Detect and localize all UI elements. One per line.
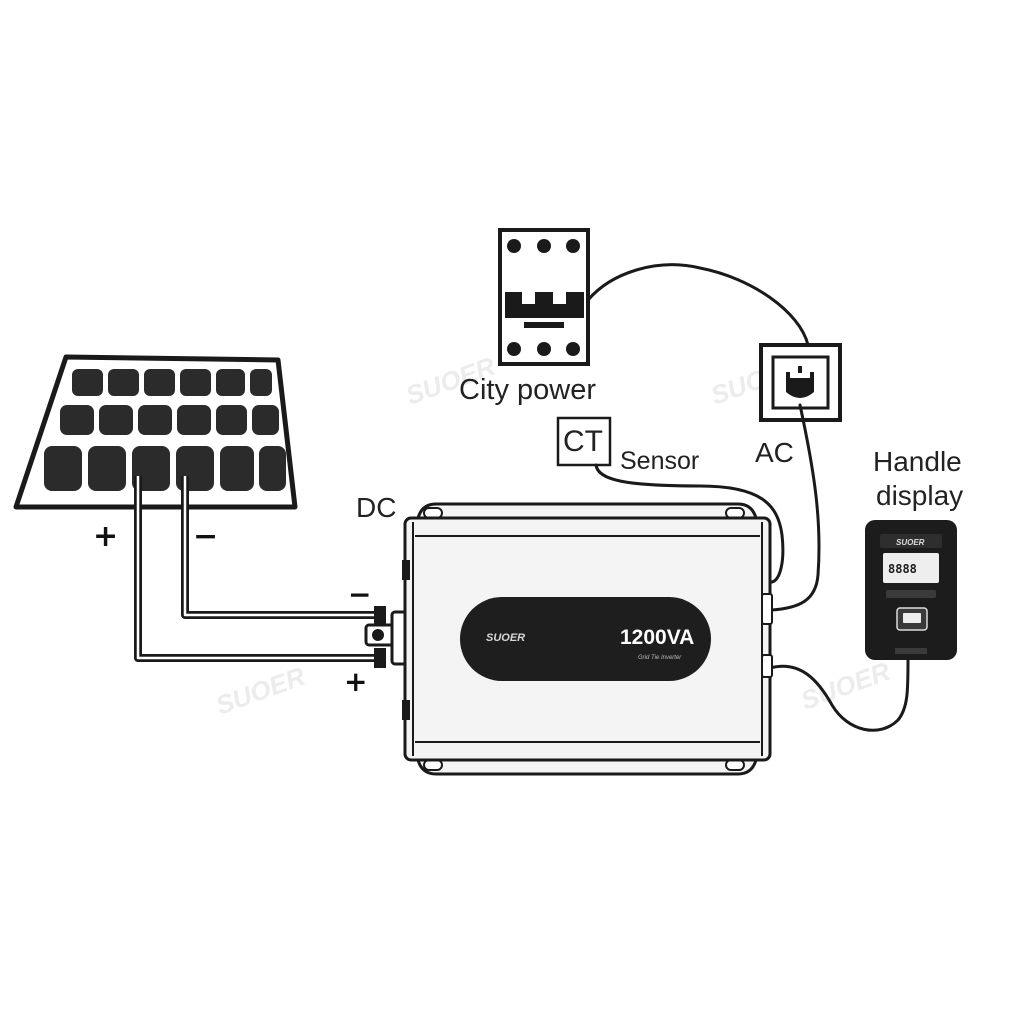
inverter-brand: SUOER <box>486 632 525 644</box>
handle-display-readout: 8888 <box>888 562 917 576</box>
inverter-model: 1200VA <box>620 626 694 649</box>
handle-display-label-line1: Handle <box>873 446 962 477</box>
city-power-breaker <box>498 228 590 366</box>
inverter: SUOER 1200VA Grid Tie Inverter <box>402 502 773 776</box>
inverter-badge <box>460 597 711 681</box>
handle-display-label-line2: display <box>876 480 964 511</box>
ct-label: CT <box>563 425 603 458</box>
watermark-text: SUOER <box>212 661 309 721</box>
ct-sensor <box>556 416 612 467</box>
dc-terminal <box>364 606 408 668</box>
display-cable <box>768 658 910 732</box>
handle-display-brand: SUOER <box>896 538 925 547</box>
cables <box>586 263 910 732</box>
dc-wires <box>134 476 378 662</box>
terminal-positive-sign: + <box>344 665 368 698</box>
handle-display-screen <box>883 553 939 583</box>
terminal-negative-sign: − <box>348 578 372 611</box>
inverter-subtitle: Grid Tie Inverter <box>638 655 682 661</box>
socket-to-inverter-cable <box>770 403 821 612</box>
ac-label: AC <box>755 437 794 468</box>
panel-negative-sign: − <box>193 519 219 554</box>
dc-label: DC <box>356 492 397 523</box>
city-to-socket-cable <box>586 263 810 347</box>
ct-sensor-cable <box>594 463 785 584</box>
solar-cells <box>44 369 286 491</box>
handle-display: SUOER 8888 <box>865 520 957 660</box>
panel-positive-sign: + <box>93 519 119 554</box>
city-power-label: City power <box>459 374 596 406</box>
solar-panel <box>13 354 298 510</box>
watermark-text: SUOER <box>797 656 894 716</box>
sensor-label: Sensor <box>620 447 700 475</box>
